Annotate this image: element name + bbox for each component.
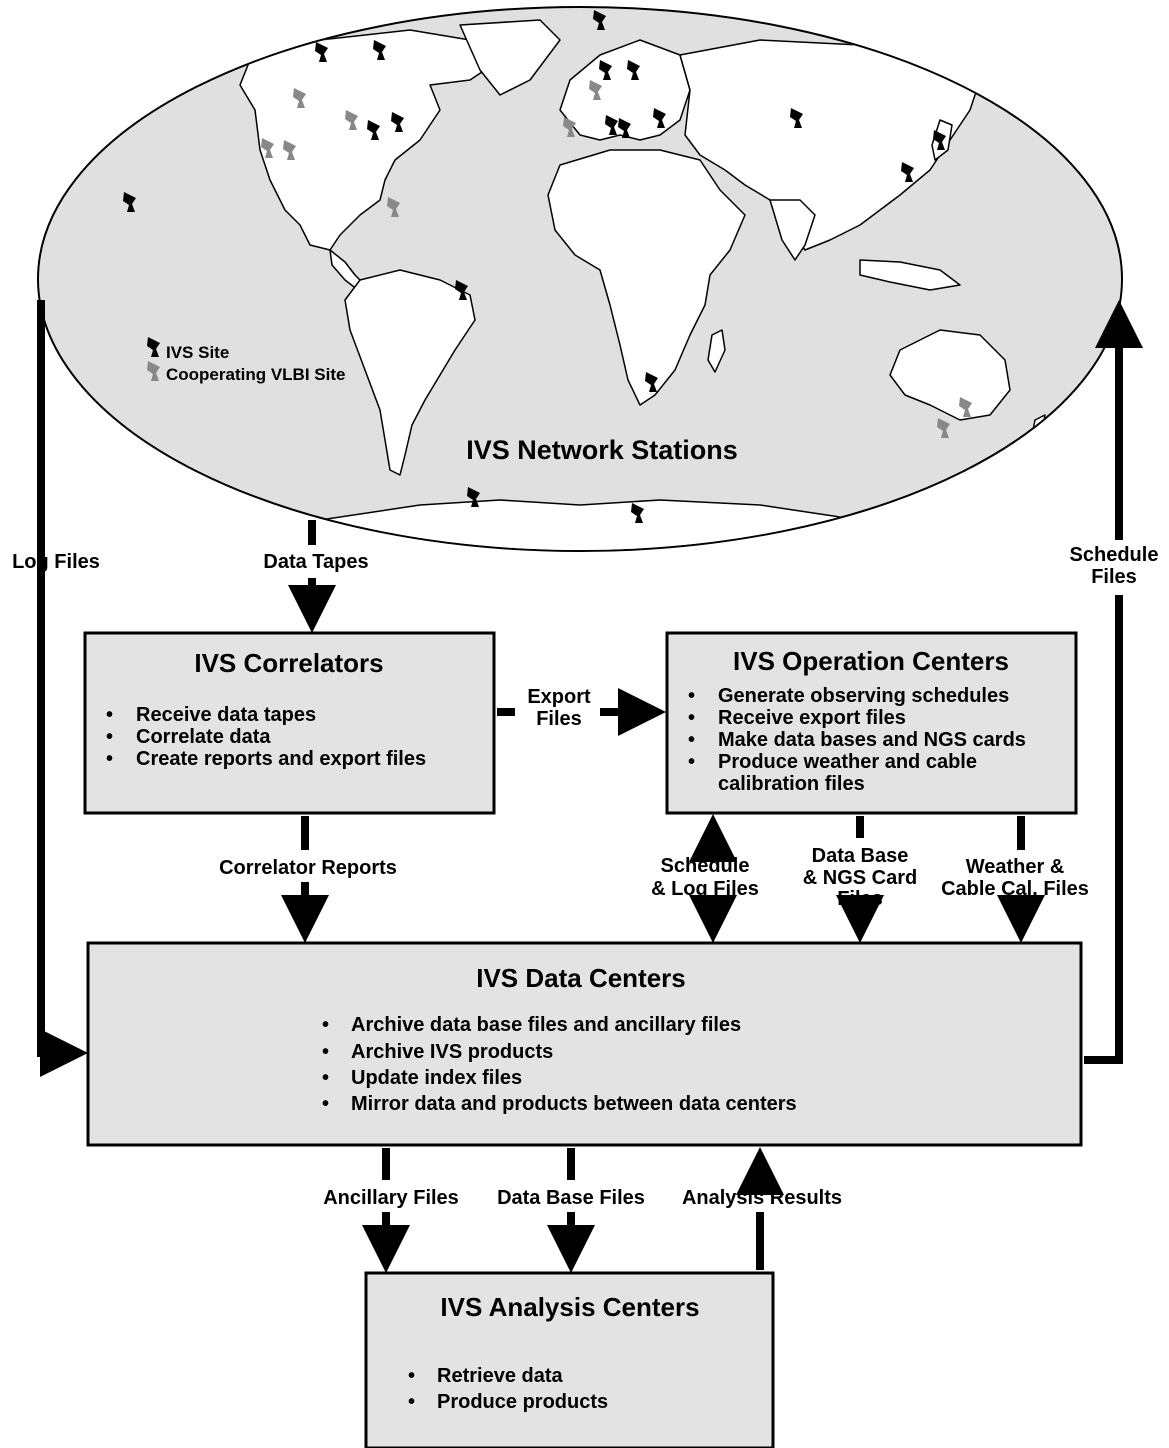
data-tapes-label: Data Tapes <box>263 551 368 573</box>
schedule-files-label: Files <box>1091 566 1137 588</box>
bullet-dot: • <box>408 1365 415 1387</box>
bullet-dot: • <box>688 707 695 729</box>
log-files-arrow <box>37 300 88 1077</box>
data-base-ngs-label: & NGS Card <box>803 867 917 889</box>
indonesia-landmass <box>859 259 961 291</box>
schedule-files-label: Schedule <box>1070 544 1159 566</box>
bullet-dot: • <box>322 1093 329 1115</box>
legend-cooperating-site: Cooperating VLBI Site <box>166 365 345 384</box>
correlators-bullet: Receive data tapes <box>136 704 316 726</box>
bullet-dot: • <box>322 1014 329 1036</box>
bullet-dot: • <box>106 704 113 726</box>
correlators-bullet: Create reports and export files <box>136 748 426 770</box>
operation-centers-bullet: Receive export files <box>718 707 906 729</box>
bullet-dot: • <box>106 748 113 770</box>
analysis-centers-bullet: Retrieve data <box>437 1365 563 1387</box>
india-landmass <box>769 199 816 261</box>
legend-ivs-site: IVS Site <box>166 343 229 362</box>
map-legend: IVS Site Cooperating VLBI Site <box>147 337 345 384</box>
australia-landmass <box>889 329 1011 421</box>
analysis-centers-box: IVS Analysis Centers • Retrieve data • P… <box>364 1271 775 1448</box>
data-centers-bullet: Archive IVS products <box>351 1041 553 1063</box>
schedule-log-files-label: Schedule <box>661 855 750 877</box>
bullet-dot: • <box>106 726 113 748</box>
analysis-results-label: Analysis Results <box>682 1187 842 1209</box>
analysis-centers-title: IVS Analysis Centers <box>440 1292 699 1322</box>
correlators-title: IVS Correlators <box>194 648 383 678</box>
data-centers-bullet: Mirror data and products between data ce… <box>351 1093 797 1115</box>
data-base-files-label: Data Base Files <box>497 1187 645 1209</box>
world-map: IVS Site Cooperating VLBI Site IVS Netwo… <box>37 6 1123 552</box>
correlators-bullet: Correlate data <box>136 726 271 748</box>
bullet-dot: • <box>322 1067 329 1089</box>
data-centers-bullet: Update index files <box>351 1067 522 1089</box>
correlator-reports-label: Correlator Reports <box>219 857 397 879</box>
export-files-label: Files <box>536 708 582 730</box>
operation-centers-box: IVS Operation Centers • Generate observi… <box>665 631 1078 815</box>
bullet-dot: • <box>688 729 695 751</box>
analysis-centers-bullet: Produce products <box>437 1391 608 1413</box>
export-files-label: Export <box>527 686 591 708</box>
map-title: IVS Network Stations <box>466 435 738 465</box>
data-base-ngs-label: Files <box>837 888 883 910</box>
correlators-box: IVS Correlators • Receive data tapes • C… <box>83 631 496 815</box>
schedule-files-arrow-lower <box>1084 595 1123 1064</box>
operation-centers-bullet-continued: calibration files <box>718 773 865 795</box>
operation-centers-bullet: Make data bases and NGS cards <box>718 729 1026 751</box>
weather-cable-label: Weather & <box>966 856 1065 878</box>
operation-centers-title: IVS Operation Centers <box>733 646 1009 676</box>
data-centers-title: IVS Data Centers <box>476 963 686 993</box>
data-centers-bullet: Archive data base files and ancillary fi… <box>351 1014 741 1036</box>
operation-centers-bullet: Produce weather and cable <box>718 751 977 773</box>
madagascar-landmass <box>707 329 726 373</box>
africa-landmass <box>547 149 746 406</box>
operation-centers-bullet: Generate observing schedules <box>718 685 1009 707</box>
flow-labels: Log Files Data Tapes Schedule Files Expo… <box>12 544 1158 1209</box>
ancillary-files-label: Ancillary Files <box>323 1187 459 1209</box>
data-centers-box: IVS Data Centers • Archive data base fil… <box>86 941 1083 1147</box>
bullet-dot: • <box>322 1041 329 1063</box>
greenland-landmass <box>459 19 561 96</box>
bullet-dot: • <box>688 751 695 773</box>
bullet-dot: • <box>408 1391 415 1413</box>
bullet-dot: • <box>688 685 695 707</box>
south-america-landmass <box>344 269 476 476</box>
flow-arrows <box>37 300 1143 1273</box>
log-files-label: Log Files <box>12 551 100 573</box>
data-base-ngs-label: Data Base <box>812 845 909 867</box>
weather-cable-label: Cable Cal. Files <box>941 878 1089 900</box>
schedule-log-files-label: & Log Files <box>651 878 759 900</box>
